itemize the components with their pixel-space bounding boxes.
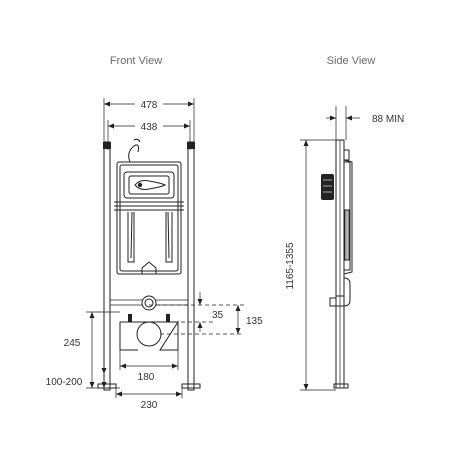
dimension-inner-width-label: 438	[141, 122, 158, 133]
dimension-180: 180	[119, 350, 179, 383]
frame-legs	[103, 141, 195, 391]
dimension-245: 245	[64, 311, 120, 388]
dimension-245-label: 245	[64, 338, 81, 349]
dimension-min-depth: 88 MIN	[326, 106, 404, 140]
dimension-inner-width: 438	[107, 120, 191, 150]
dimension-foot-height: 100-200	[46, 364, 120, 389]
dimension-overall-width: 478	[103, 98, 195, 150]
side-view-title: Side View	[327, 55, 376, 67]
dimension-foot-height-label: 100-200	[46, 377, 83, 388]
side-frame	[333, 139, 349, 389]
right-foot	[181, 383, 201, 389]
dimension-135-label: 135	[246, 316, 263, 327]
dimension-frame-height-label: 1165-1355	[285, 242, 296, 290]
dimension-min-depth-label: 88 MIN	[372, 114, 404, 125]
front-view: 478 438	[46, 98, 263, 411]
side-view: 88 MIN 1165-1355	[285, 106, 404, 391]
dimension-180-label: 180	[138, 372, 155, 383]
dimension-230: 230	[115, 388, 183, 411]
side-cistern	[321, 149, 353, 307]
front-view-title: Front View	[110, 55, 162, 67]
dimension-230-label: 230	[141, 400, 158, 411]
dimension-offsets: 35 135	[149, 292, 263, 335]
dimension-frame-height: 1165-1355	[285, 139, 336, 391]
flush-pipe-circle	[141, 295, 157, 311]
cistern	[114, 138, 184, 275]
dimension-overall-width-label: 478	[141, 100, 158, 111]
dimension-35-label: 35	[212, 310, 224, 321]
pan-bracket	[119, 314, 179, 351]
left-foot	[97, 383, 117, 389]
